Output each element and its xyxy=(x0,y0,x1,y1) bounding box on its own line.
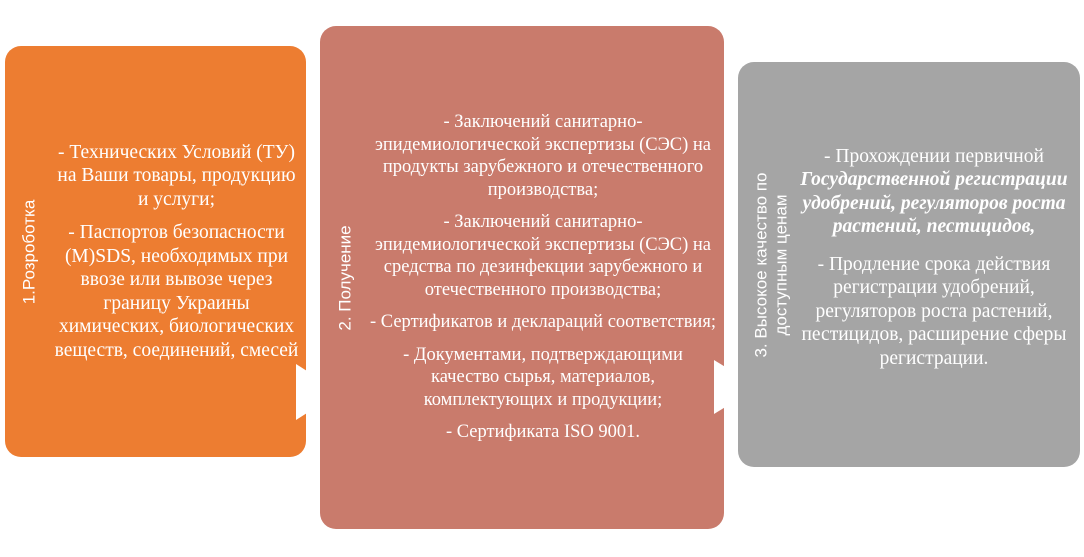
step-2-label: 2. Получение xyxy=(336,224,355,331)
step-3-item: - Продление срока действия регистрации у… xyxy=(801,253,1067,369)
step-1-box: 1.Розроботка - Технических Условий (ТУ) … xyxy=(5,46,306,457)
step-3-item: - Прохождении первичной Государственной … xyxy=(798,145,1070,239)
step-2-item: - Заключений санитарно-эпидемиологическо… xyxy=(374,112,712,200)
step-1-content: - Технических Условий (ТУ) на Ваши товар… xyxy=(53,46,300,457)
step-3-label: 3. Высокое качество по доступным ценам xyxy=(752,172,792,357)
step-2-item: - Заключений санитарно-эпидемиологическо… xyxy=(374,212,712,300)
step-2-item: - Сертификатов и деклараций соответствия… xyxy=(370,312,716,333)
step-1-side-label-area: 1.Розроботка xyxy=(11,46,47,457)
step-3-item-prefix: - Прохождении первичной xyxy=(824,145,1044,167)
step-3-side-label-area: 3. Высокое качество по доступным ценам xyxy=(744,62,800,467)
step-3-label-line: доступным ценам xyxy=(772,193,792,336)
step-2-content: - Заключений санитарно-эпидемиологическо… xyxy=(368,26,718,529)
step-3-label-line: 3. Высокое качество по xyxy=(752,171,772,358)
step-1-item: - Технических Условий (ТУ) на Ваши товар… xyxy=(57,141,296,210)
step-2-side-label-area: 2. Получение xyxy=(326,26,366,529)
step-2-item: - Документами, подтверждающими качество … xyxy=(403,344,683,410)
step-1-item: - Паспортов безопасности (M)SDS, необход… xyxy=(54,222,299,361)
step-3-item-emphasis: Государственной регистрации удобрений, р… xyxy=(800,169,1068,238)
step-2-box: 2. Получение - Заключений санитарно-эпид… xyxy=(320,26,724,529)
step-3-box: 3. Высокое качество по доступным ценам -… xyxy=(738,62,1080,467)
step-1-label: 1.Розроботка xyxy=(19,199,39,304)
step-3-content: - Прохождении первичной Государственной … xyxy=(798,62,1070,467)
step-2-item: - Сертификата ISO 9001. xyxy=(445,422,641,443)
